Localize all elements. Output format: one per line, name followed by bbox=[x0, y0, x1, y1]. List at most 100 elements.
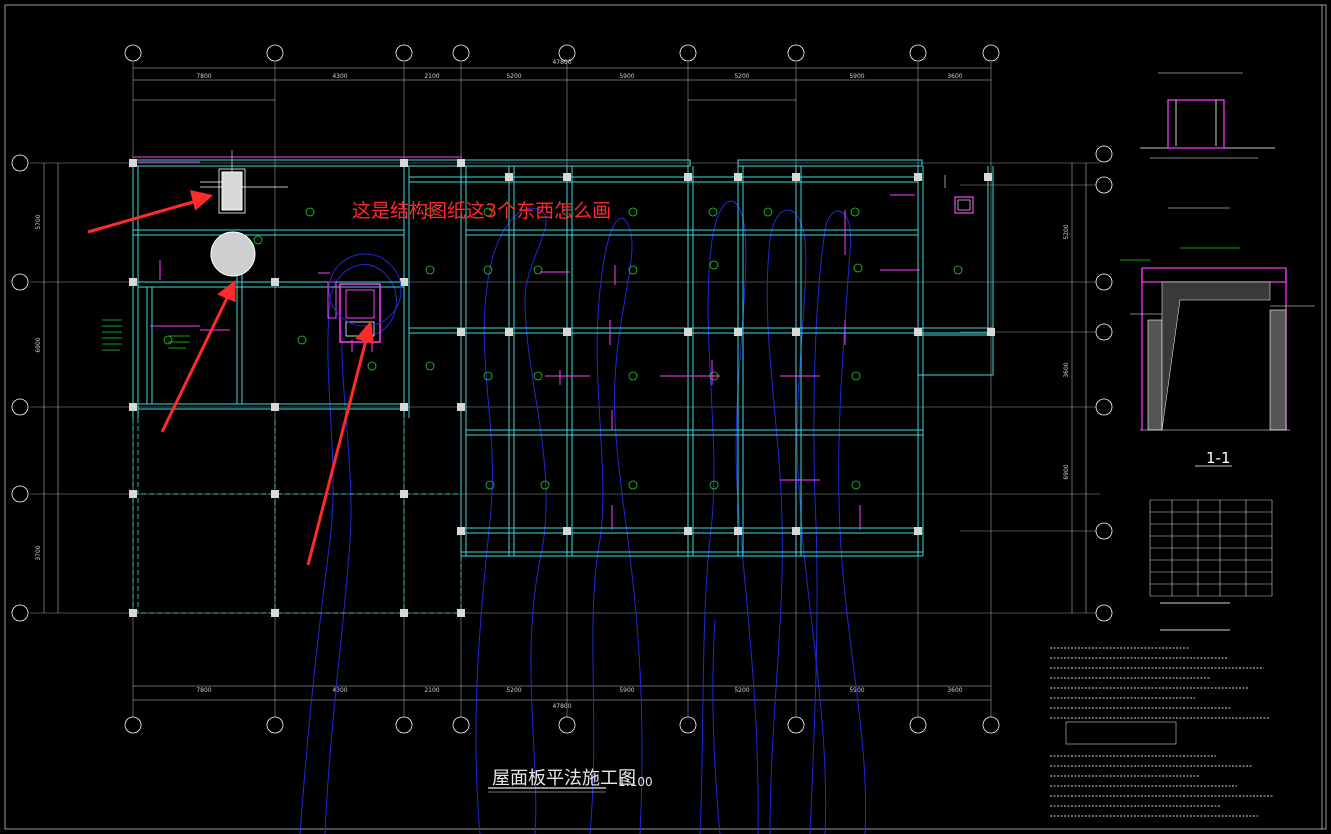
column bbox=[563, 527, 571, 535]
slab-mark bbox=[367, 361, 377, 371]
axis-bubbles-left bbox=[11, 154, 29, 622]
slab-mark bbox=[628, 207, 638, 217]
column bbox=[400, 609, 408, 617]
column bbox=[563, 328, 571, 336]
column bbox=[271, 403, 279, 411]
dimension-label: 3700 bbox=[35, 545, 42, 560]
column bbox=[792, 173, 800, 181]
column bbox=[400, 403, 408, 411]
note-table bbox=[1065, 721, 1177, 745]
slab-mark bbox=[628, 265, 638, 275]
slab-mark bbox=[297, 335, 307, 345]
slab-mark bbox=[709, 260, 719, 270]
right-dimension-labels: 5200 3600 6900 bbox=[1063, 224, 1070, 479]
slab-mark bbox=[851, 371, 861, 381]
dimension-label: 5900 bbox=[619, 687, 634, 694]
column bbox=[792, 527, 800, 535]
drawing-frame bbox=[4, 4, 1327, 830]
slab-mark bbox=[850, 207, 860, 217]
column bbox=[914, 527, 922, 535]
axis-bubbles-bottom bbox=[124, 716, 1000, 734]
drawing-title: 屋面板平法施工图 bbox=[492, 768, 636, 789]
dimension-label: 3600 bbox=[947, 687, 962, 694]
column bbox=[984, 173, 992, 181]
title-underline bbox=[488, 787, 606, 793]
dimension-label: 3600 bbox=[1063, 362, 1070, 377]
beam-lines bbox=[132, 159, 994, 557]
section-detail-1-1 bbox=[1120, 247, 1315, 467]
column bbox=[129, 278, 137, 286]
axis-bubbles-top bbox=[124, 44, 1000, 62]
column bbox=[457, 403, 465, 411]
slab-mark bbox=[540, 480, 550, 490]
drawing-scale: 1:100 bbox=[618, 775, 653, 789]
dimension-label: 5700 bbox=[35, 214, 42, 229]
dimension-label: 5900 bbox=[849, 687, 864, 694]
dimension-label: 5200 bbox=[506, 687, 521, 694]
slab-mark bbox=[483, 207, 493, 217]
dimension-label: 4300 bbox=[332, 73, 347, 80]
rebar-annotations bbox=[150, 194, 920, 530]
highlighted-element-2-circle[interactable] bbox=[210, 231, 256, 277]
slab-mark bbox=[763, 207, 773, 217]
columns-layer bbox=[129, 159, 995, 617]
slab-mark bbox=[708, 207, 718, 217]
column bbox=[505, 173, 513, 181]
general-notes-block bbox=[1050, 602, 1274, 817]
slab-mark bbox=[425, 207, 435, 217]
column bbox=[457, 527, 465, 535]
column bbox=[457, 609, 465, 617]
dimension-label: 5900 bbox=[619, 73, 634, 80]
axis-bubbles-right bbox=[1095, 145, 1113, 622]
slab-mark bbox=[533, 265, 543, 275]
column bbox=[734, 173, 742, 181]
highlighted-element-3-square[interactable] bbox=[318, 253, 402, 352]
column bbox=[271, 278, 279, 286]
total-dimension-bottom: 47800 bbox=[552, 703, 571, 710]
slab-mark bbox=[483, 371, 493, 381]
column bbox=[505, 328, 513, 336]
column bbox=[457, 159, 465, 167]
column bbox=[914, 173, 922, 181]
dimension-label: 7800 bbox=[196, 73, 211, 80]
slab-mark bbox=[163, 335, 173, 345]
dimension-label: 5200 bbox=[734, 73, 749, 80]
column bbox=[734, 328, 742, 336]
slab-mark bbox=[483, 265, 493, 275]
column bbox=[129, 159, 137, 167]
slab-mark bbox=[305, 207, 315, 217]
total-dimension-top: 47800 bbox=[552, 59, 571, 66]
magenta-roof-edge bbox=[133, 156, 462, 163]
dimension-label: 4300 bbox=[332, 687, 347, 694]
slab-mark bbox=[425, 265, 435, 275]
question-annotation: 这是结构图纸这3个东西怎么画 bbox=[352, 200, 612, 222]
dimension-label: 5200 bbox=[506, 73, 521, 80]
dimension-label: 6900 bbox=[1063, 464, 1070, 479]
column bbox=[400, 159, 408, 167]
slab-mark bbox=[533, 371, 543, 381]
column bbox=[684, 328, 692, 336]
dimension-label: 5200 bbox=[1063, 224, 1070, 239]
column bbox=[987, 328, 995, 336]
column bbox=[914, 328, 922, 336]
column bbox=[400, 278, 408, 286]
column bbox=[792, 328, 800, 336]
small-opening-right bbox=[944, 175, 974, 214]
slab-mark bbox=[425, 361, 435, 371]
contour-lines bbox=[299, 200, 867, 834]
dimension-label: 5200 bbox=[734, 687, 749, 694]
dimension-label: 2100 bbox=[424, 687, 439, 694]
highlighted-element-1-rect[interactable] bbox=[200, 150, 288, 214]
column bbox=[563, 173, 571, 181]
column bbox=[271, 609, 279, 617]
column bbox=[684, 173, 692, 181]
dimension-label: 2100 bbox=[424, 73, 439, 80]
dimension-label: 7800 bbox=[196, 687, 211, 694]
green-note-block bbox=[102, 319, 190, 351]
column bbox=[129, 609, 137, 617]
slab-mark bbox=[485, 480, 495, 490]
floor-level-table bbox=[1149, 499, 1273, 597]
